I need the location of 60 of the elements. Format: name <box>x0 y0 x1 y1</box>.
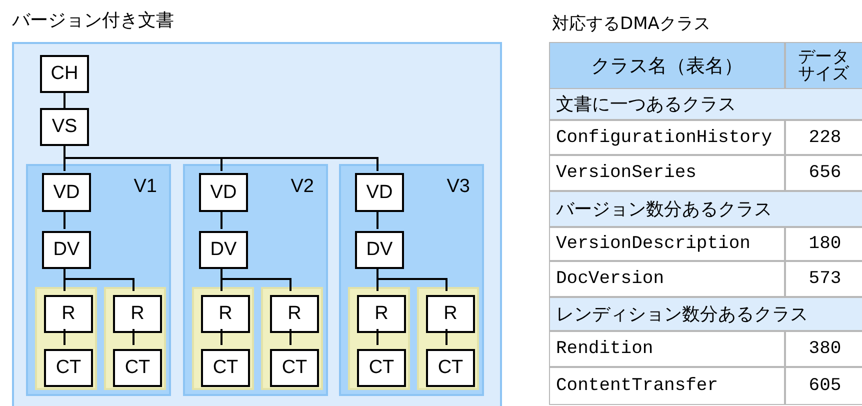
class-box: CT <box>426 349 475 387</box>
table-title: 対応するDMAクラス <box>552 13 712 36</box>
table-section-cell: レンディション数分あるクラス <box>549 297 862 331</box>
class-box: CT <box>357 349 406 387</box>
class-box: CT <box>201 349 250 387</box>
class-box: R <box>113 295 162 333</box>
table-cell: 605 <box>785 367 862 405</box>
class-box: CT <box>270 349 319 387</box>
rendition-panel <box>348 287 410 390</box>
connector-line <box>376 210 378 229</box>
table-cell: DocVersion <box>549 261 785 297</box>
table-cell: Rendition <box>549 331 785 367</box>
table-header-cell: データサイズ <box>785 42 862 89</box>
table-cell: 380 <box>785 331 862 367</box>
class-box: VD <box>199 173 248 212</box>
connector-line <box>446 329 448 345</box>
table-header-cell: クラス名（表名） <box>549 42 785 89</box>
class-box: VD <box>42 173 91 212</box>
table-cell: ContentTransfer <box>549 367 785 405</box>
class-box: CH <box>40 55 89 93</box>
version-panel <box>339 164 484 396</box>
class-box: R <box>357 295 406 333</box>
class-box: R <box>44 295 93 333</box>
rendition-panel <box>35 287 97 390</box>
table-cell: ConfigurationHistory <box>549 120 785 155</box>
rendition-panel <box>261 287 323 390</box>
table-cell: VersionSeries <box>549 155 785 191</box>
group-label: V1 <box>134 176 157 198</box>
connector-line <box>64 93 66 108</box>
class-box: R <box>201 295 250 333</box>
class-box: DV <box>199 231 248 269</box>
rendition-panel <box>192 287 254 390</box>
connector-line <box>220 210 222 229</box>
table-cell: 180 <box>785 227 862 261</box>
class-box: R <box>426 295 475 333</box>
connector-line <box>220 329 222 345</box>
panel-label: バージョン付き文書 <box>12 9 174 32</box>
class-box: CT <box>113 349 162 387</box>
connector-line <box>64 210 66 229</box>
version-panel <box>183 164 328 396</box>
group-label: V2 <box>290 176 314 198</box>
class-box: R <box>270 295 319 333</box>
connector-line <box>290 329 292 345</box>
table-cell: 228 <box>785 120 862 155</box>
rendition-panel <box>104 287 166 390</box>
group-label: V3 <box>446 176 470 198</box>
class-box: VS <box>40 108 89 146</box>
class-box: CT <box>44 349 93 387</box>
connector-line <box>376 329 378 345</box>
class-box: DV <box>355 231 404 269</box>
class-box: DV <box>42 231 91 269</box>
connector-line <box>132 329 134 345</box>
table-section-cell: バージョン数分あるクラス <box>549 191 862 227</box>
table-cell: VersionDescription <box>549 227 785 261</box>
connector-line <box>64 146 378 171</box>
connector-line <box>64 329 66 345</box>
table-section-cell: 文書に一つあるクラス <box>549 88 862 120</box>
version-panel <box>26 164 171 396</box>
class-box: VD <box>355 173 404 212</box>
rendition-panel <box>417 287 479 390</box>
